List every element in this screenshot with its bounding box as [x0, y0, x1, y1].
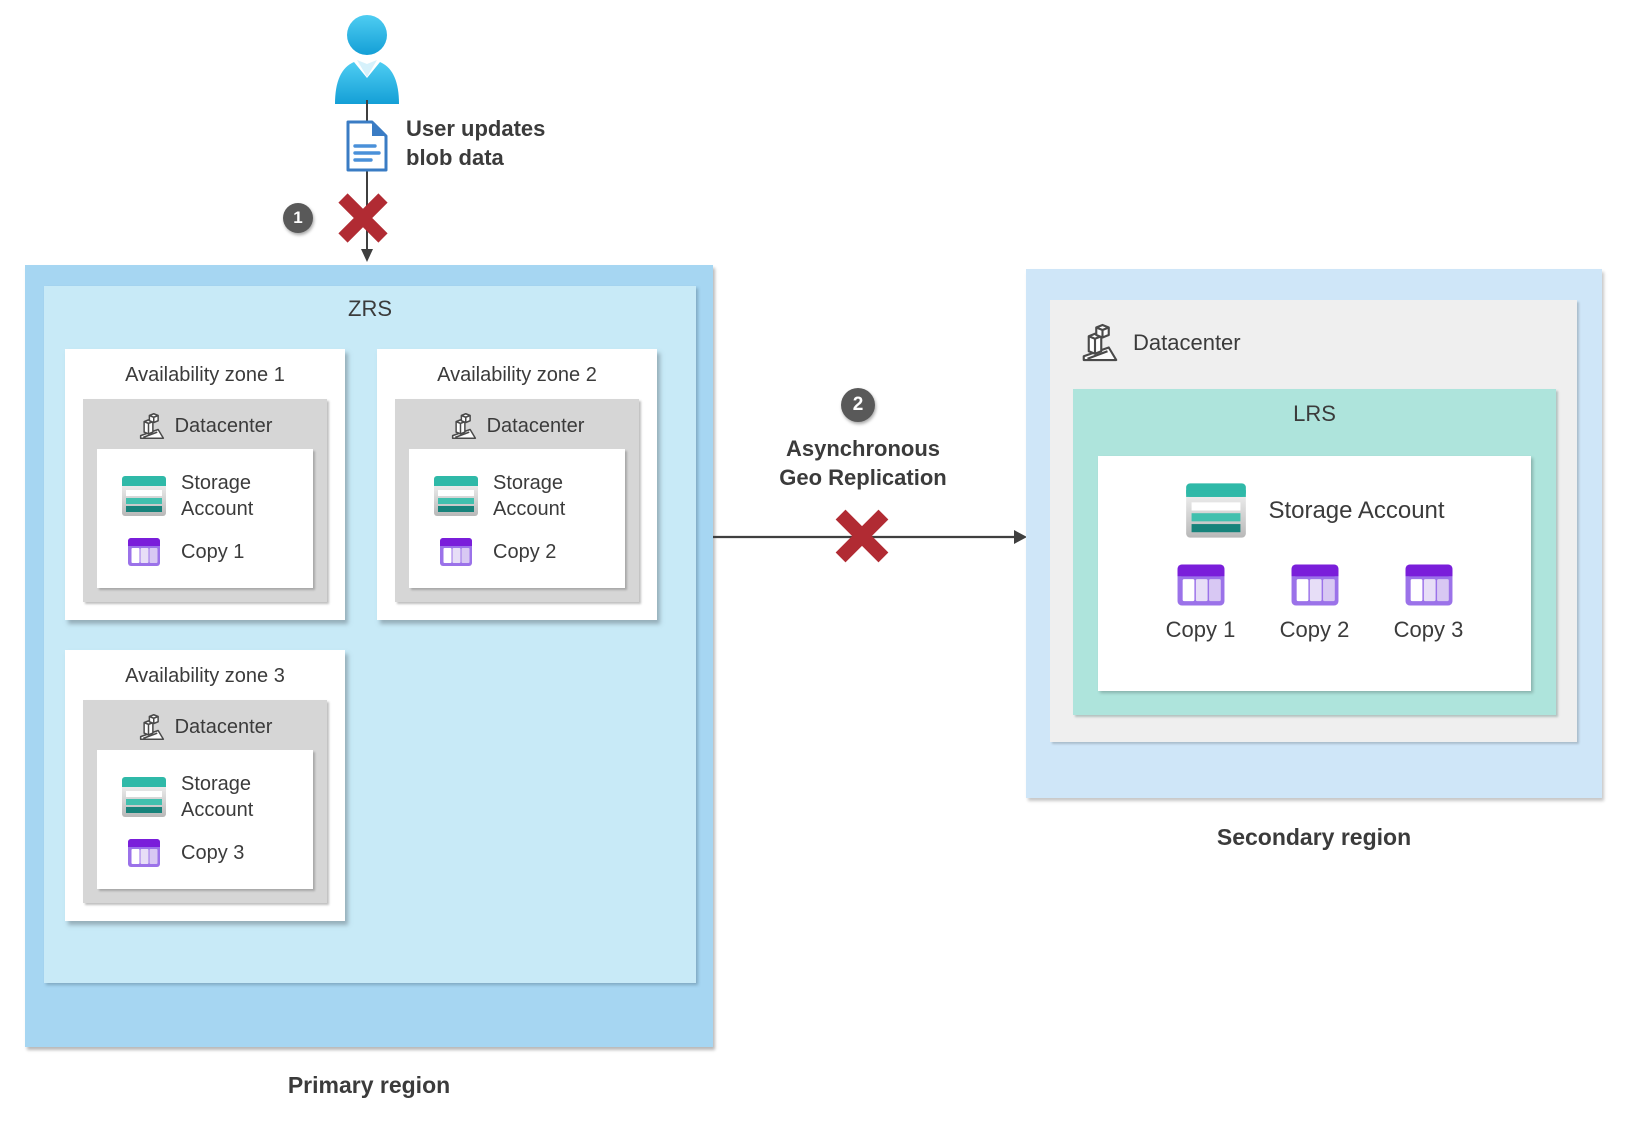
- zone-3-copy-row: Copy 3: [121, 838, 313, 868]
- geo-replication-line2: Geo Replication: [779, 465, 947, 490]
- zone-3-datacenter-box: Datacenter Storage Account Copy 3: [83, 700, 327, 903]
- lrs-box: LRS Storage Account Copy 1 Copy 2: [1073, 389, 1556, 715]
- zone-2-storage-row: Storage Account: [433, 470, 625, 522]
- zone-3-storage-row: Storage Account: [121, 771, 313, 823]
- secondary-copy-3-label: Copy 3: [1393, 617, 1464, 642]
- blob-document-icon: [346, 120, 388, 172]
- copy-icon: [1291, 564, 1338, 606]
- zrs-box: ZRS Availability zone 1 Datacenter Stora…: [44, 286, 696, 983]
- zone-1-copy-label: Copy 1: [181, 541, 245, 563]
- step-2-number: 2: [852, 394, 864, 415]
- zone-2-copy-label: Copy 2: [493, 541, 557, 563]
- zone-2-storage-label: Storage Account: [493, 470, 565, 522]
- lrs-title: LRS: [1293, 401, 1336, 426]
- availability-zone-2-title: Availability zone 2: [437, 364, 597, 386]
- zrs-title: ZRS: [348, 296, 392, 321]
- zone-1-copy-row: Copy 1: [121, 537, 313, 567]
- availability-zone-2-box: Availability zone 2 Datacenter Storage A…: [377, 349, 657, 620]
- storage-account-icon: [434, 476, 478, 516]
- copy-icon: [1177, 564, 1224, 606]
- secondary-copy-2: Copy 2: [1272, 563, 1358, 643]
- zone-1-storage-label: Storage Account: [181, 470, 253, 522]
- secondary-region-label: Secondary region: [1216, 824, 1412, 850]
- zone-3-copy-label: Copy 3: [181, 842, 245, 864]
- step-2-badge: 2: [841, 388, 875, 422]
- copy-icon: [128, 538, 160, 566]
- copy-icon: [128, 839, 160, 867]
- lrs-storage-box: Storage Account Copy 1 Copy 2: [1098, 456, 1531, 691]
- datacenter-icon: [451, 413, 476, 439]
- storage-line1: Storage: [493, 472, 564, 494]
- storage-line2: Account: [181, 799, 254, 821]
- zone-1-storage-row: Storage Account: [121, 470, 313, 522]
- secondary-storage-label: Storage Account: [1268, 496, 1445, 524]
- zone-1-storage-box: Storage Account Copy 1: [97, 449, 313, 588]
- failure-x-icon-step2: [832, 506, 892, 566]
- user-updates-line2: blob data: [406, 145, 504, 170]
- secondary-copies-row: Copy 1 Copy 2 Copy 3: [1098, 563, 1531, 643]
- geo-replication-label: Asynchronous Geo Replication: [690, 434, 1036, 492]
- step-1-number: 1: [293, 208, 303, 227]
- copy-icon: [440, 538, 472, 566]
- zone-1-datacenter-box: Datacenter Storage Account Copy 1: [83, 399, 327, 602]
- availability-zone-3-box: Availability zone 3 Datacenter Storage A…: [65, 650, 345, 921]
- zone-3-datacenter-row: Datacenter: [97, 704, 313, 750]
- user-icon: [335, 15, 399, 104]
- zone-3-storage-label: Storage Account: [181, 771, 253, 823]
- secondary-datacenter-box: Datacenter LRS Storage Account Copy 1: [1050, 300, 1577, 742]
- storage-line2: Account: [181, 498, 254, 520]
- storage-line1: Storage: [181, 773, 252, 795]
- zone-1-datacenter-label: Datacenter: [174, 414, 273, 437]
- zone-3-storage-box: Storage Account Copy 3: [97, 750, 313, 889]
- failure-x-icon-step1: [335, 190, 391, 246]
- secondary-copy-1-label: Copy 1: [1165, 617, 1236, 642]
- geo-replication-line1: Asynchronous: [785, 436, 941, 461]
- zone-1-datacenter-row: Datacenter: [97, 403, 313, 449]
- secondary-copy-1: Copy 1: [1158, 563, 1244, 643]
- secondary-copy-2-label: Copy 2: [1279, 617, 1350, 642]
- zone-2-storage-box: Storage Account Copy 2: [409, 449, 625, 588]
- copy-icon: [1405, 564, 1452, 606]
- zone-2-datacenter-row: Datacenter: [409, 403, 625, 449]
- zone-3-datacenter-label: Datacenter: [174, 715, 273, 738]
- step-1-badge: 1: [283, 203, 313, 233]
- storage-account-icon: [1186, 483, 1247, 538]
- primary-region-label: Primary region: [287, 1072, 451, 1098]
- availability-zone-3-title: Availability zone 3: [125, 665, 285, 687]
- zone-2-datacenter-box: Datacenter Storage Account Copy 2: [395, 399, 639, 602]
- datacenter-icon: [139, 413, 164, 439]
- storage-account-icon: [122, 777, 166, 817]
- availability-zone-1-title: Availability zone 1: [125, 364, 285, 386]
- secondary-datacenter-row: Datacenter: [1080, 320, 1241, 365]
- zone-2-copy-row: Copy 2: [433, 537, 625, 567]
- storage-account-icon: [122, 476, 166, 516]
- secondary-copy-3: Copy 3: [1386, 563, 1472, 643]
- secondary-region-box: Datacenter LRS Storage Account Copy 1: [1026, 269, 1602, 798]
- storage-line2: Account: [493, 498, 566, 520]
- user-updates-line1: User updates: [406, 116, 546, 141]
- storage-line1: Storage: [181, 472, 252, 494]
- user-updates-label: User updates blob data: [406, 114, 545, 172]
- secondary-datacenter-label: Datacenter: [1133, 329, 1241, 355]
- zone-2-datacenter-label: Datacenter: [486, 414, 585, 437]
- availability-zone-1-box: Availability zone 1 Datacenter Storage A…: [65, 349, 345, 620]
- secondary-storage-row: Storage Account: [1098, 482, 1531, 539]
- datacenter-icon: [1082, 323, 1118, 362]
- datacenter-icon: [139, 714, 164, 740]
- primary-region-box: ZRS Availability zone 1 Datacenter Stora…: [25, 265, 713, 1047]
